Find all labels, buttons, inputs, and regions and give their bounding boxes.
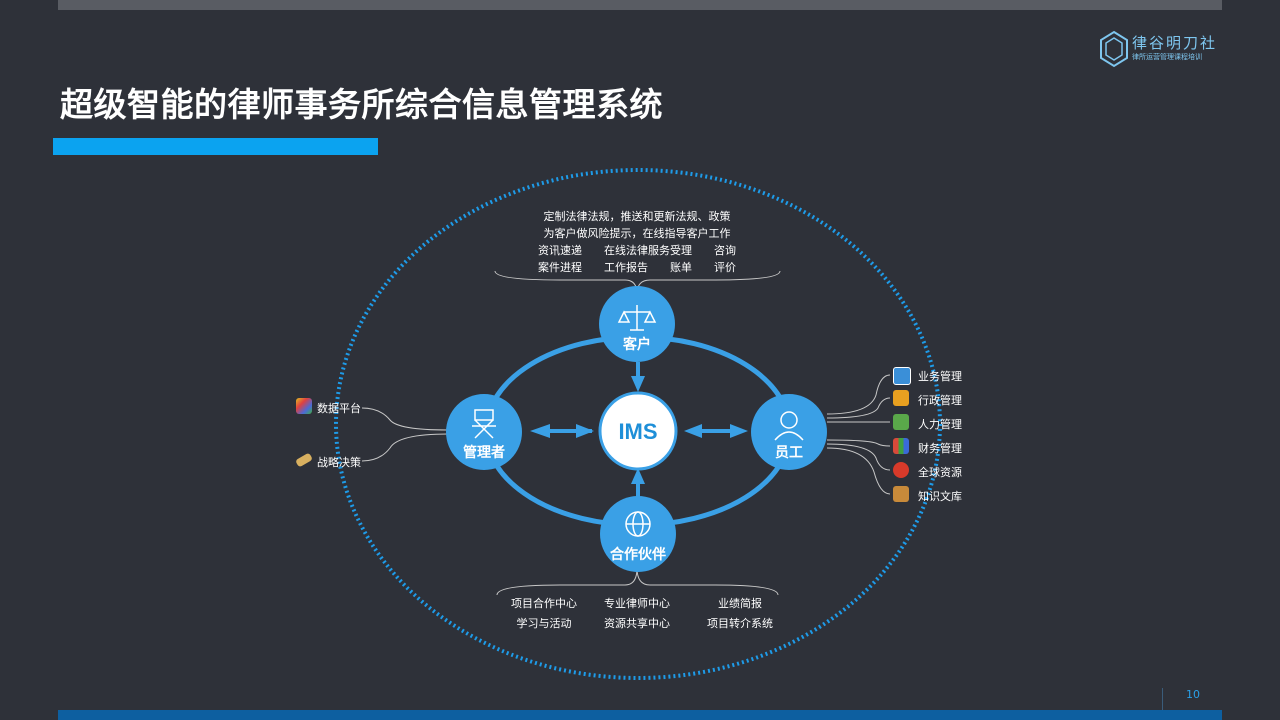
admin-management-icon (893, 390, 909, 406)
page-number-divider (1162, 688, 1163, 710)
hr-management-icon (893, 414, 909, 430)
partner-notes-brace (496, 567, 779, 596)
page-title: 超级智能的律师事务所综合信息管理系统 (60, 85, 663, 124)
business-management-icon (893, 367, 911, 385)
staff-item-label-1: 业务管理 (918, 370, 962, 383)
knowledge-library-icon (893, 486, 909, 502)
client-note-3: 资讯速递 在线法律服务受理 咨询 (538, 243, 736, 257)
title-underline (53, 138, 378, 155)
partner-note-r1-c2: 专业律师中心 (604, 596, 670, 610)
arrow-from-client (631, 362, 645, 392)
partner-note-r1-c1: 项目合作中心 (511, 596, 577, 610)
partner-label: 合作伙伴 (610, 546, 666, 563)
globe-icon (625, 511, 651, 537)
brand-logo: 律谷明刀社 律所运营管理课程培训 (1098, 30, 1228, 70)
person-icon (774, 411, 804, 441)
staff-item-label-6: 知识文库 (918, 490, 962, 503)
staff-label: 员工 (775, 445, 803, 461)
staff-connectors (826, 374, 891, 495)
arrow-from-partner (631, 468, 645, 498)
manager-connector-2 (361, 433, 449, 462)
partner-note-r2-c2: 资源共享中心 (604, 616, 670, 630)
bottom-bar (58, 710, 1222, 720)
page-number: 10 (1186, 688, 1200, 701)
client-note-2: 为客户做风险提示，在线指导客户工作 (544, 226, 731, 240)
data-platform-icon (296, 398, 312, 414)
partner-note-r1-c3: 业绩简报 (718, 596, 762, 610)
arrow-from-staff (684, 424, 748, 438)
finance-management-icon (893, 438, 909, 454)
manager-item-label-2: 战略决策 (317, 456, 361, 469)
partner-note-r2-c3: 项目转介系统 (707, 616, 773, 630)
staff-item-label-2: 行政管理 (918, 394, 962, 407)
ims-label: IMS (618, 419, 657, 444)
logo-name: 律谷明刀社 (1132, 34, 1218, 52)
partner-note-r2-c1: 学习与活动 (517, 616, 572, 630)
ims-center-node (598, 391, 678, 471)
top-bar (58, 0, 1222, 10)
global-resources-icon (893, 462, 909, 478)
client-label: 客户 (622, 336, 651, 353)
partner-node (600, 496, 676, 572)
arrow-from-manager (530, 424, 594, 438)
manager-label: 管理者 (463, 444, 505, 461)
scales-icon (617, 305, 657, 331)
logo-mark-icon (1100, 30, 1128, 68)
outer-dotted-ring (334, 168, 942, 680)
manager-connector-1 (361, 407, 449, 431)
manager-item-label-1: 数据平台 (317, 402, 361, 415)
logo-subtitle: 律所运营管理课程培训 (1132, 53, 1202, 61)
staff-item-label-3: 人力管理 (918, 418, 962, 431)
staff-item-label-5: 全球资源 (918, 466, 962, 479)
client-note-1: 定制法律法规，推送和更新法规、政策 (544, 209, 731, 223)
director-chair-icon (472, 409, 496, 439)
client-note-4: 案件进程 工作报告 账单 评价 (538, 260, 736, 274)
manager-node (446, 394, 522, 470)
staff-item-label-4: 财务管理 (918, 442, 962, 455)
